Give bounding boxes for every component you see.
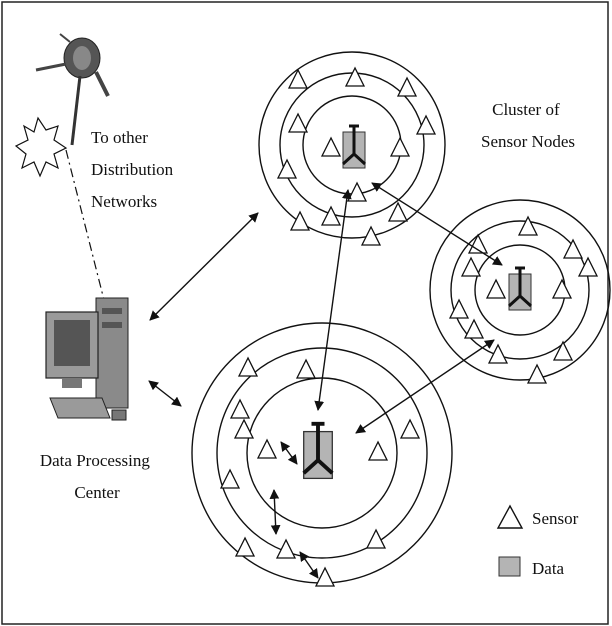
arrow-bottom-to-right-sink — [355, 339, 495, 434]
data-sink-node-icon — [507, 266, 533, 312]
sensor-triangle-icon — [287, 68, 309, 89]
sensor-triangle-icon — [460, 256, 482, 277]
arrow-top-to-right-sink — [371, 182, 503, 266]
sensor-triangle-icon — [320, 136, 342, 157]
arrow-sensor-hop-2 — [269, 489, 281, 535]
external-network-label: To other Distribution Networks — [91, 128, 177, 211]
sensor-triangle-icon — [389, 136, 411, 157]
arrow-top-to-bottom-sink — [314, 189, 352, 411]
data-processing-center-label: Data Processing Center — [40, 451, 154, 502]
legend: Sensor Data — [496, 504, 579, 578]
legend-sensor-icon — [496, 504, 524, 529]
sensor-triangle-icon — [365, 528, 387, 549]
sensor-triangle-icon — [346, 181, 368, 202]
sensor-triangle-icon — [289, 210, 311, 231]
sensor-triangle-icon — [256, 438, 278, 459]
legend-sensor-label: Sensor — [532, 509, 579, 528]
sensor-triangle-icon — [526, 363, 548, 384]
center-label-line-2: Center — [74, 483, 120, 502]
sensor-triangle-icon — [275, 538, 297, 559]
sensor-triangle-icon — [396, 76, 418, 97]
sensor-triangle-icon — [415, 114, 437, 135]
uplink-dashed-line — [65, 149, 105, 301]
sensor-triangle-icon — [367, 440, 389, 461]
sensor-triangle-icon — [562, 238, 584, 259]
cluster-label: Cluster of Sensor Nodes — [481, 100, 575, 151]
sensor-triangle-icon — [485, 278, 507, 299]
sensor-triangle-icon — [276, 158, 298, 179]
arrow-center-to-bottom-cluster — [148, 380, 182, 407]
connection-arrows — [148, 182, 503, 579]
legend-data-label: Data — [532, 559, 565, 578]
sensor-cluster-right — [429, 199, 611, 381]
desktop-computer-icon — [45, 297, 129, 421]
sensor-triangle-icon — [577, 256, 599, 277]
sensor-triangle-icon — [234, 536, 256, 557]
cluster-label-line-1: Cluster of — [492, 100, 560, 119]
arrow-sensor-hop-3 — [299, 551, 319, 579]
sensor-triangle-icon — [551, 278, 573, 299]
sensor-triangle-icon — [448, 298, 470, 319]
center-label-line-1: Data Processing — [40, 451, 151, 470]
data-sink-node-icon — [301, 421, 335, 481]
legend-data-icon — [498, 556, 521, 577]
data-sink-node-icon — [341, 124, 367, 170]
sensor-triangle-icon — [463, 318, 485, 339]
sensor-triangle-icon — [399, 418, 421, 439]
external-label-line-3: Networks — [91, 192, 157, 211]
arrow-center-to-top-cluster — [149, 212, 259, 321]
sensor-triangle-icon — [237, 356, 259, 377]
sensor-triangle-icon — [487, 343, 509, 364]
signal-burst-icon — [14, 116, 68, 178]
sensor-triangle-icon — [360, 225, 382, 246]
arrow-sensor-hop-1 — [280, 441, 298, 465]
sensor-triangle-icon — [552, 340, 574, 361]
sensor-triangle-icon — [229, 398, 251, 419]
external-label-line-1: To other — [91, 128, 148, 147]
external-label-line-2: Distribution — [91, 160, 174, 179]
sensor-triangle-icon — [517, 215, 539, 236]
sensor-triangle-icon — [287, 112, 309, 133]
sensor-triangle-icon — [344, 66, 366, 87]
satellite-dish-icon — [35, 33, 110, 146]
sensor-triangle-icon — [219, 468, 241, 489]
sensor-triangle-icon — [314, 566, 336, 587]
sensor-triangle-icon — [233, 418, 255, 439]
sensor-triangle-icon — [295, 358, 317, 379]
cluster-label-line-2: Sensor Nodes — [481, 132, 575, 151]
